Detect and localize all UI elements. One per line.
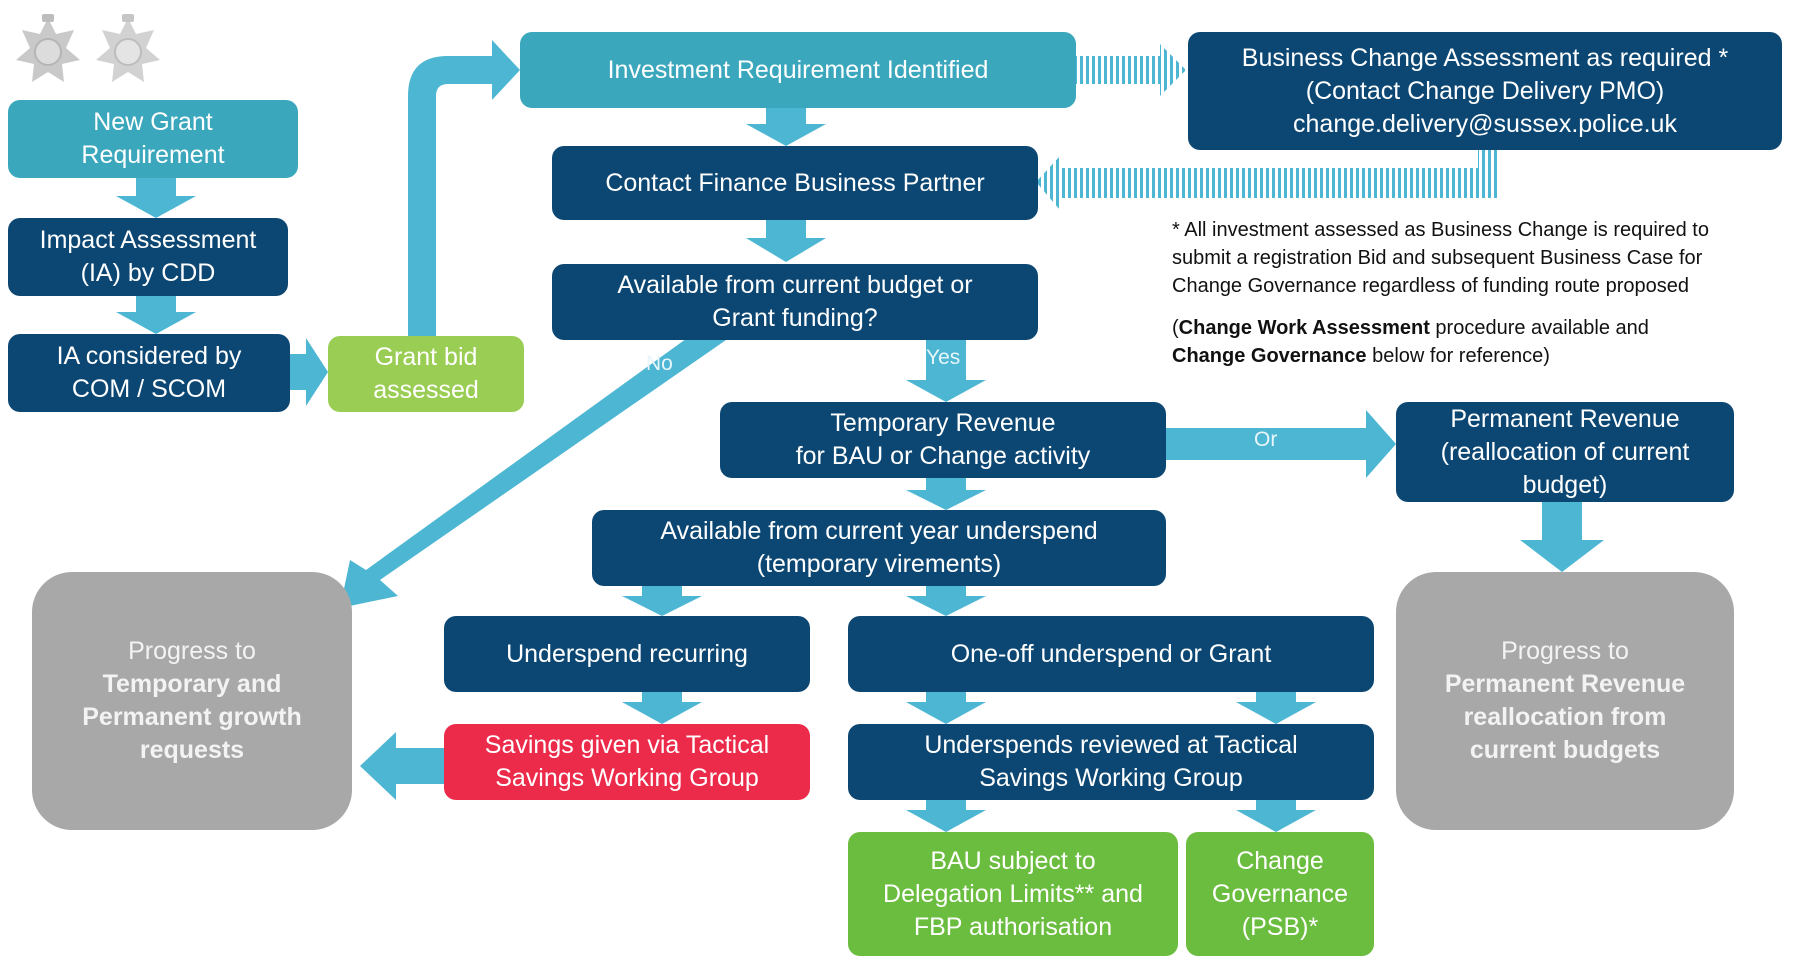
progress-temp-line: Progress to (128, 637, 256, 665)
arrow-down (906, 340, 986, 402)
arrow-down (906, 478, 986, 510)
no-label: No (646, 352, 673, 375)
bau-delegation-box: BAU subject to Delegation Limits** and F… (848, 832, 1178, 956)
note-mid: procedure available and (1429, 317, 1649, 339)
or-label: Or (1254, 428, 1278, 451)
arrow-down (746, 108, 826, 146)
arrow-up-right (408, 40, 520, 336)
ia-considered-box: IA considered by COM / SCOM (8, 334, 290, 412)
arrow-down (906, 586, 986, 616)
arrow-down (906, 800, 986, 832)
contact-finance-partner-box: Contact Finance Business Partner (552, 146, 1038, 220)
available-underspend-box: Available from current year underspend (… (592, 510, 1166, 586)
available-budget-decision-box: Available from current budget or Grant f… (552, 264, 1038, 340)
progress-permanent-revenue-box: Progress to Permanent Revenue reallocati… (1396, 572, 1734, 830)
change-governance-text: Change Governance (1172, 345, 1367, 367)
temporary-revenue-box: Temporary Revenue for BAU or Change acti… (720, 402, 1166, 478)
arrow-right (290, 338, 328, 406)
savings-tactical-box: Savings given via Tactical Savings Worki… (444, 724, 810, 800)
arrow-down (1236, 800, 1316, 832)
one-off-underspend-box: One-off underspend or Grant (848, 616, 1374, 692)
arrow-hatched-return (1036, 150, 1500, 210)
arrow-right (1166, 410, 1396, 478)
progress-temp-bold: Temporary and Permanent growth requests (82, 670, 302, 764)
progress-temporary-growth-box: Progress to Temporary and Permanent grow… (32, 572, 352, 830)
business-change-assessment-box: Business Change Assessment as required *… (1188, 32, 1782, 150)
arrow-down (746, 220, 826, 262)
impact-assessment-box: Impact Assessment (IA) by CDD (8, 218, 288, 296)
change-work-assessment-text: Change Work Assessment (1178, 317, 1430, 339)
progress-perm-line: Progress to (1501, 637, 1629, 665)
new-grant-requirement-box: New Grant Requirement (8, 100, 298, 178)
arrow-diagonal-no (340, 336, 726, 608)
note-tail: below for reference) (1366, 345, 1550, 367)
arrow-down (116, 296, 196, 334)
police-crest-icon (16, 14, 80, 82)
investment-requirement-box: Investment Requirement Identified (520, 32, 1076, 108)
arrow-down (622, 586, 702, 616)
arrow-down (1236, 692, 1316, 724)
arrow-down (1520, 502, 1604, 572)
arrow-down (622, 692, 702, 724)
arrow-left (360, 732, 444, 800)
yes-label: Yes (926, 346, 961, 369)
underspend-recurring-box: Underspend recurring (444, 616, 810, 692)
arrow-hatched-right (1076, 44, 1186, 96)
change-governance-box: Change Governance (PSB)* (1186, 832, 1374, 956)
underspends-reviewed-box: Underspends reviewed at Tactical Savings… (848, 724, 1374, 800)
permanent-revenue-box: Permanent Revenue (reallocation of curre… (1396, 402, 1734, 502)
note-open: ( (1172, 317, 1179, 339)
business-change-footnote: * All investment assessed as Business Ch… (1172, 219, 1709, 297)
arrow-down (906, 692, 986, 724)
grant-bid-assessed-box: Grant bid assessed (328, 336, 524, 412)
reference-note: (Change Work Assessment procedure availa… (1172, 314, 1792, 370)
progress-perm-bold: Permanent Revenue reallocation from curr… (1444, 670, 1686, 764)
police-crest-icon (96, 14, 160, 82)
arrow-down (116, 178, 196, 218)
